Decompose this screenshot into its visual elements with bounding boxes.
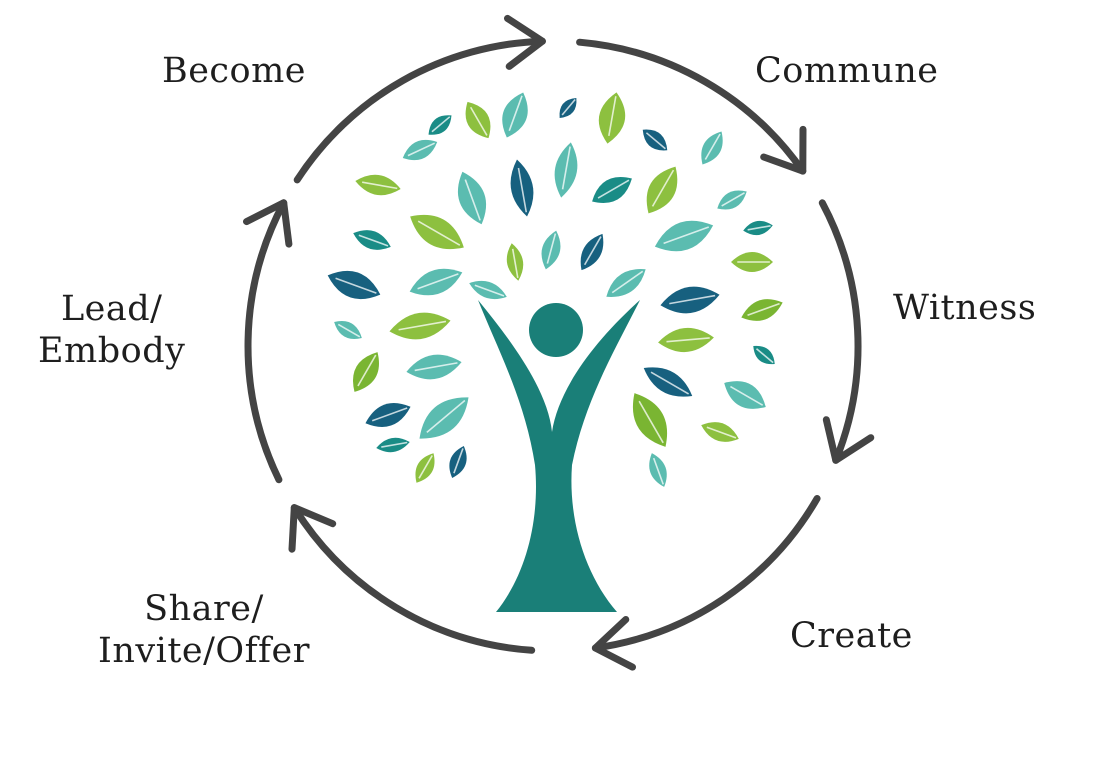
stage-lead-line-1: Lead/	[60, 289, 163, 329]
leaf-33	[753, 345, 775, 365]
leaf-37	[724, 381, 766, 409]
leaf-28	[660, 286, 720, 314]
leaf-40	[633, 393, 667, 447]
person-head	[529, 303, 583, 357]
leaf-42	[376, 437, 410, 453]
leaf-19	[506, 243, 524, 281]
leaf-9	[402, 139, 438, 161]
leaf-23	[731, 252, 773, 272]
leaf-20	[541, 230, 561, 270]
leaf-44	[449, 446, 467, 478]
stage-share-line-2: Invite/Offer	[98, 631, 310, 671]
leaf-14	[646, 166, 678, 214]
leaf-11	[510, 159, 534, 217]
leaf-17	[353, 230, 391, 250]
stage-create-text: Create	[790, 616, 913, 656]
leaf-35	[406, 354, 462, 380]
leaf-5	[598, 92, 626, 144]
cycle-arrows	[243, 14, 875, 671]
leaf-36	[643, 367, 693, 397]
stage-label-share: Share/ Invite/Offer	[98, 588, 310, 672]
cycle-arrowhead-2	[760, 125, 807, 175]
leaf-25	[409, 268, 463, 296]
tree-person-icon	[327, 92, 783, 612]
stage-become-text: Become	[162, 51, 307, 91]
leaf-7	[701, 131, 723, 165]
leaf-22	[654, 220, 714, 252]
leaf-4	[559, 98, 577, 118]
leaf-39	[419, 397, 469, 439]
leaf-45	[649, 453, 667, 487]
cycle-arrow-2	[576, 38, 807, 175]
cycle-arrowhead-6	[243, 199, 293, 248]
leaf-2	[465, 101, 491, 139]
leaf-18	[410, 215, 464, 249]
stage-label-witness: Witness	[893, 287, 1036, 329]
leaf-6	[642, 129, 668, 151]
cycle-arrow-4	[591, 495, 821, 652]
leaf-30	[334, 321, 362, 339]
leaf-3	[502, 92, 528, 138]
leaf-27	[606, 269, 646, 297]
leaf-1	[428, 115, 452, 135]
cycle-arrowhead-4	[591, 616, 636, 671]
stage-label-create: Create	[790, 615, 913, 657]
stage-label-become: Become	[162, 50, 306, 92]
cycle-arrow-6	[244, 199, 288, 484]
cycle-arrowhead-5	[288, 504, 337, 553]
cycle-arrowhead-1	[504, 14, 546, 70]
stage-witness-text: Witness	[893, 288, 1037, 328]
cycle-arrow-5	[290, 504, 536, 654]
leaf-34	[353, 352, 379, 392]
stage-lead-line-2: Embody	[38, 331, 186, 371]
cycle-arrow-1	[293, 37, 546, 184]
leaf-13	[592, 177, 632, 203]
stage-label-commune: Commune	[755, 50, 939, 92]
leaf-43	[415, 453, 435, 483]
leaf-21	[580, 233, 604, 271]
stage-share-line-1: Share/	[144, 589, 264, 629]
stage-commune-text: Commune	[755, 51, 939, 91]
leaf-15	[717, 190, 747, 210]
leaf-12	[554, 142, 578, 198]
stage-label-lead: Lead/ Embody	[38, 288, 185, 372]
leaf-29	[741, 299, 783, 321]
cycle-arrowhead-3	[822, 416, 875, 464]
leaf-24	[327, 270, 381, 300]
leaf-26	[469, 280, 507, 300]
leaf-10	[457, 171, 487, 225]
cycle-arrow-3	[818, 199, 862, 464]
leaf-38	[365, 403, 411, 427]
leaf-32	[658, 327, 714, 353]
leaf-16	[743, 220, 773, 236]
leaf-8	[355, 174, 401, 196]
leaf-31	[389, 312, 451, 340]
leaf-41	[701, 422, 739, 442]
trunk-body	[478, 300, 640, 612]
